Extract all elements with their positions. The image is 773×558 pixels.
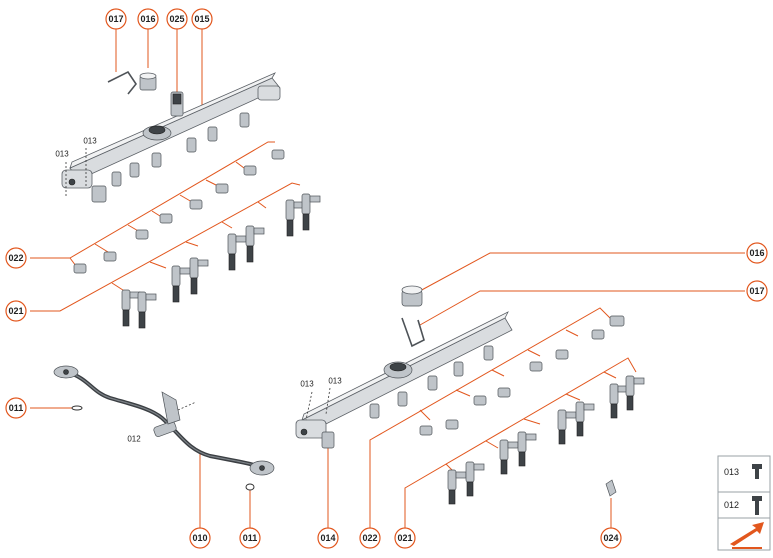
- callout-021-left[interactable]: 021: [5, 300, 27, 322]
- svg-text:014: 014: [320, 533, 335, 543]
- svg-text:010: 010: [192, 533, 207, 543]
- label-013-b: 013: [83, 137, 97, 146]
- svg-text:021: 021: [397, 533, 412, 543]
- callout-010-bottom[interactable]: 010: [189, 527, 211, 549]
- clips-upper-set[interactable]: [73, 149, 285, 274]
- oring-011-bottom[interactable]: [245, 483, 255, 491]
- fuel-rail-lower[interactable]: [295, 311, 513, 449]
- callout-017-top[interactable]: 017: [105, 8, 127, 30]
- svg-text:017: 017: [749, 286, 764, 296]
- clips-lower-set[interactable]: [419, 315, 625, 436]
- svg-text:022: 022: [362, 533, 377, 543]
- legend-item-013[interactable]: 013: [724, 464, 762, 479]
- svg-text:016: 016: [749, 248, 764, 258]
- svg-text:025: 025: [169, 14, 184, 24]
- bolt-markers-lower: [305, 387, 331, 421]
- oring-011-left[interactable]: [71, 405, 83, 411]
- svg-text:015: 015: [194, 14, 209, 24]
- callout-024-bottom[interactable]: 024: [600, 527, 622, 549]
- svg-text:017: 017: [108, 14, 123, 24]
- fuel-rail-upper[interactable]: [61, 72, 281, 203]
- legend-panel: [717, 455, 771, 551]
- label-013-c: 013: [300, 380, 314, 389]
- bolt-markers-upper: [65, 148, 87, 196]
- svg-text:011: 011: [243, 533, 258, 543]
- callout-015-top[interactable]: 015: [191, 8, 213, 30]
- leader-lines: [30, 28, 745, 537]
- callout-011-bottom[interactable]: 011: [239, 527, 261, 549]
- svg-text:013: 013: [724, 467, 739, 477]
- svg-text:021: 021: [8, 306, 23, 316]
- injectors-lower-set[interactable]: [447, 375, 645, 505]
- callout-014-bottom[interactable]: 014: [317, 527, 339, 549]
- svg-text:011: 011: [9, 403, 24, 413]
- clip-017-top[interactable]: [107, 70, 137, 95]
- svg-text:012: 012: [724, 500, 739, 510]
- label-012: 012: [127, 435, 141, 444]
- svg-text:024: 024: [603, 533, 618, 543]
- arrow-icon[interactable]: [730, 522, 764, 549]
- plug-016-right[interactable]: [401, 285, 423, 307]
- callout-011-left[interactable]: 011: [5, 397, 27, 419]
- callout-016-top[interactable]: 016: [137, 8, 159, 30]
- svg-text:016: 016: [140, 14, 155, 24]
- clip-017-right[interactable]: [401, 317, 425, 348]
- callout-022-left[interactable]: 022: [5, 247, 27, 269]
- injectors-upper-set[interactable]: [121, 193, 321, 329]
- label-013-a: 013: [55, 150, 69, 159]
- callout-025-top[interactable]: 025: [166, 8, 188, 30]
- callout-022-bottom[interactable]: 022: [359, 527, 381, 549]
- label-013-d: 013: [328, 377, 342, 386]
- callout-016-right[interactable]: 016: [746, 242, 768, 264]
- legend-item-012[interactable]: 012: [724, 496, 762, 515]
- fuel-line-010[interactable]: [53, 365, 275, 476]
- svg-text:022: 022: [8, 253, 23, 263]
- clip-024[interactable]: [605, 479, 617, 497]
- plug-016-top[interactable]: [139, 72, 157, 91]
- callout-017-right[interactable]: 017: [746, 280, 768, 302]
- callout-021-bottom[interactable]: 021: [394, 527, 416, 549]
- bolt-marker-012: [177, 401, 197, 411]
